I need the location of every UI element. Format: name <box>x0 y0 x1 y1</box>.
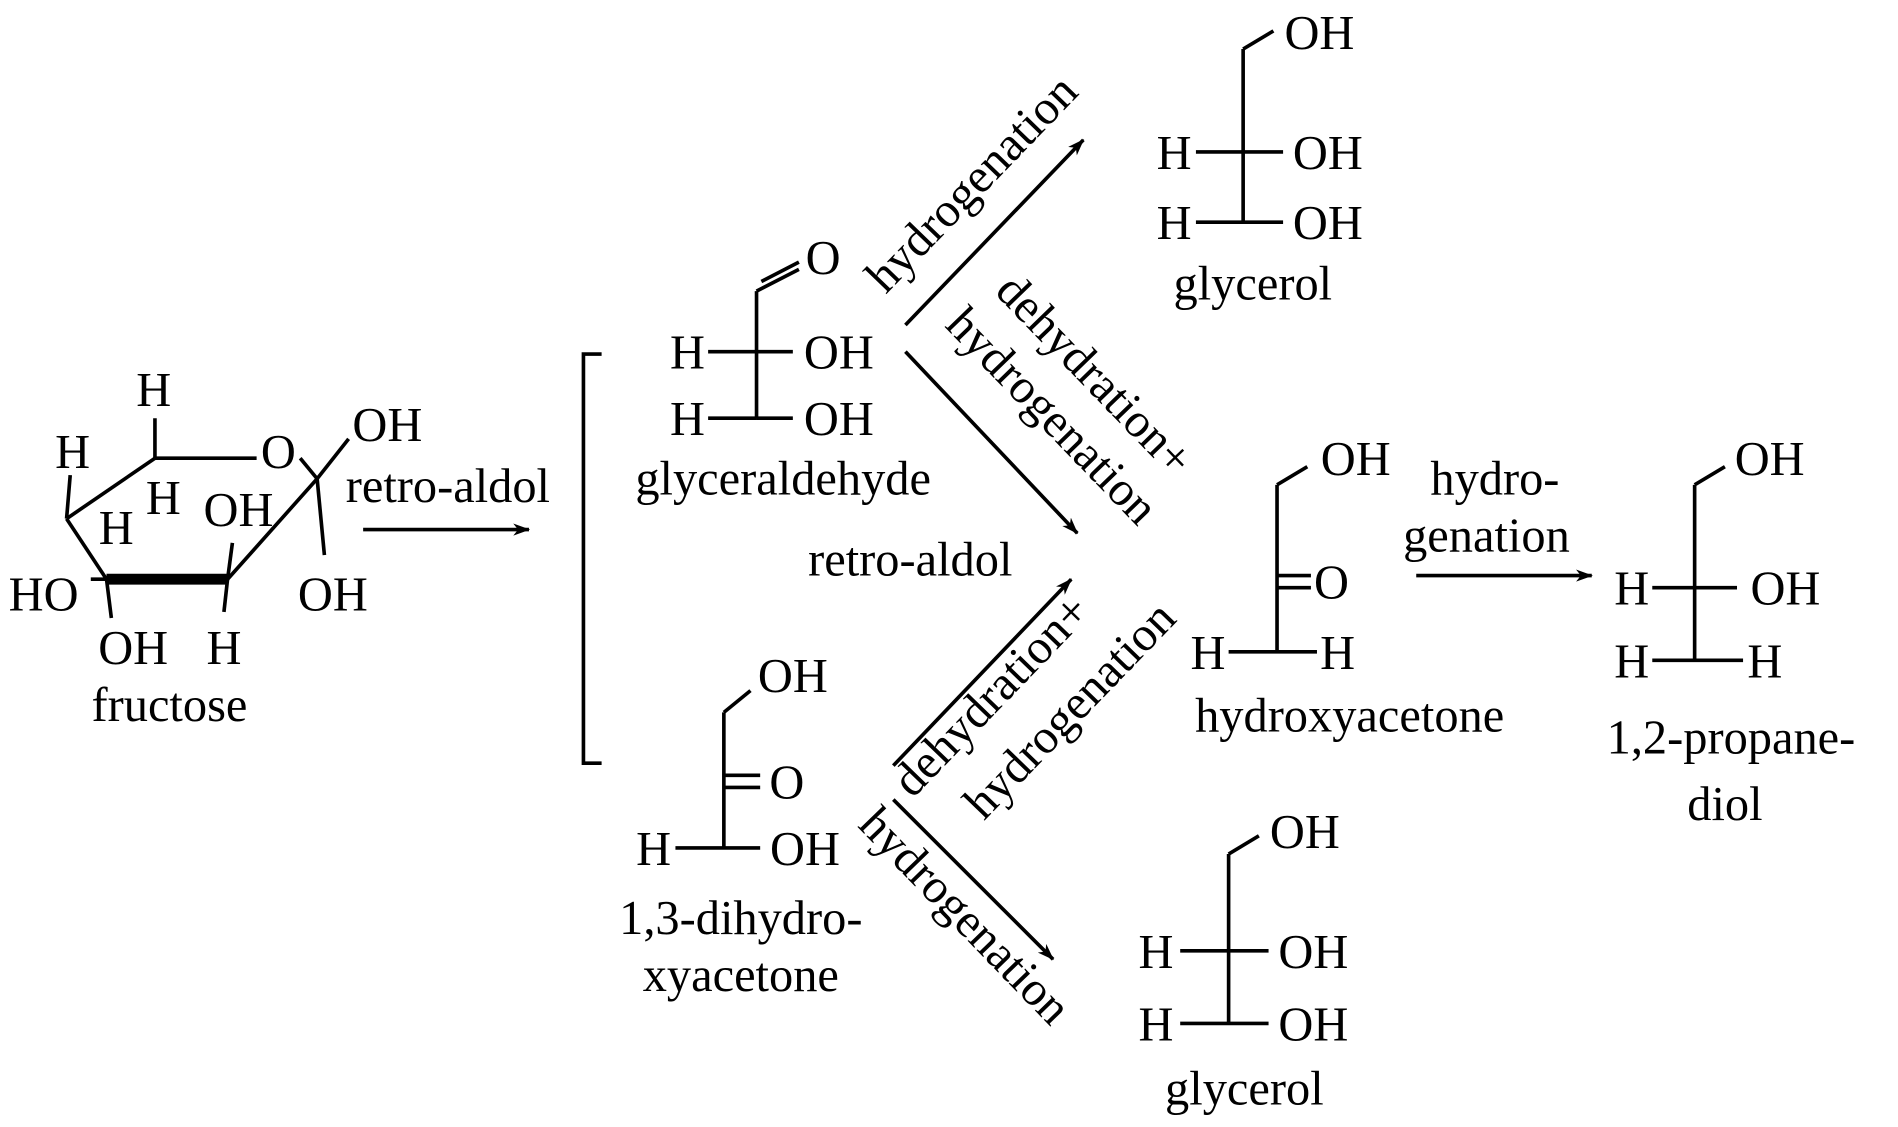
atom-h: H <box>1614 635 1649 688</box>
atom-oh: OH <box>1270 806 1340 859</box>
glycerol-label: glycerol <box>1165 1063 1324 1116</box>
atom-oh: OH <box>1284 7 1354 60</box>
propanediol-structure: OH H OH H H 1,2-propane- diol <box>1607 433 1856 831</box>
glyceraldehyde-label: glyceraldehyde <box>635 453 931 506</box>
arrow-gly-hydroxyacetone <box>904 350 1079 535</box>
atom-h: H <box>55 426 90 479</box>
hydrogenation-label: hydrogenation <box>856 65 1088 303</box>
atom-h: H <box>1614 563 1649 616</box>
hydroxyacetone-label: hydroxyacetone <box>1195 690 1504 743</box>
atom-h: H <box>636 823 671 876</box>
propanediol-label-line2: diol <box>1687 778 1762 831</box>
bracket <box>581 352 602 766</box>
arrow-gly-glycerol <box>904 138 1085 327</box>
atom-h: H <box>1320 627 1355 680</box>
atom-o: O <box>806 232 841 285</box>
atom-h: H <box>1747 635 1782 688</box>
fructose-label: fructose <box>92 679 248 732</box>
atom-h: H <box>146 472 181 525</box>
dha-label-line1: 1,3-dihydro- <box>619 892 862 945</box>
atom-h: H <box>1157 197 1192 250</box>
atom-o: O <box>769 756 804 809</box>
propanediol-label-line1: 1,2-propane- <box>1607 712 1856 765</box>
atom-h: H <box>670 393 705 446</box>
arrow-dha-hydroxyacetone <box>892 577 1073 767</box>
atom-oh: OH <box>1321 433 1391 486</box>
atom-o: O <box>261 426 296 479</box>
atom-oh: OH <box>1278 926 1348 979</box>
atom-o: O <box>1314 557 1349 610</box>
atom-oh: OH <box>203 484 273 537</box>
hydrogenation-label: hydrogenation <box>849 797 1081 1035</box>
atom-h: H <box>1157 127 1192 180</box>
glycerol-label: glycerol <box>1174 258 1333 311</box>
arrow-dha-glycerol <box>892 798 1055 961</box>
atom-oh: OH <box>804 327 874 380</box>
retro-aldol-label: retro-aldol <box>346 460 550 513</box>
atom-oh: OH <box>1750 563 1820 616</box>
atom-ho: HO <box>9 569 79 622</box>
atom-h: H <box>1191 627 1226 680</box>
atom-oh: OH <box>1278 998 1348 1051</box>
atom-h: H <box>99 502 134 555</box>
atom-oh: OH <box>1293 197 1363 250</box>
glycerol-top-structure: OH H OH H OH glycerol <box>1157 7 1363 311</box>
atom-h: H <box>1139 926 1174 979</box>
atom-oh: OH <box>758 650 828 703</box>
atom-h: H <box>670 327 705 380</box>
dha-structure: OH O H OH 1,3-dihydro- xyacetone <box>619 650 862 1002</box>
atom-oh: OH <box>298 569 368 622</box>
hydroxyacetone-structure: OH O H H hydroxyacetone <box>1191 433 1505 743</box>
retro-aldol-label: retro-aldol <box>808 534 1012 587</box>
dha-label-line2: xyacetone <box>643 949 839 1002</box>
atom-oh: OH <box>804 393 874 446</box>
glyceraldehyde-structure: O H OH H OH glyceraldehyde <box>635 232 931 505</box>
fructose-structure: H H O OH H H OH HO OH OH H fructose <box>9 364 423 732</box>
hydrogenation-label-line1: hydro- <box>1430 453 1559 506</box>
atom-oh: OH <box>1293 127 1363 180</box>
atom-oh: OH <box>1735 433 1805 486</box>
atom-h: H <box>206 622 241 675</box>
atom-h: H <box>136 364 171 417</box>
atom-oh: OH <box>98 622 168 675</box>
atom-h: H <box>1139 998 1174 1051</box>
hydrogenation-label-line2: genation <box>1403 509 1570 562</box>
atom-oh: OH <box>770 823 840 876</box>
glycerol-bottom-structure: OH H OH H OH glycerol <box>1139 806 1349 1116</box>
atom-oh: OH <box>352 399 422 452</box>
